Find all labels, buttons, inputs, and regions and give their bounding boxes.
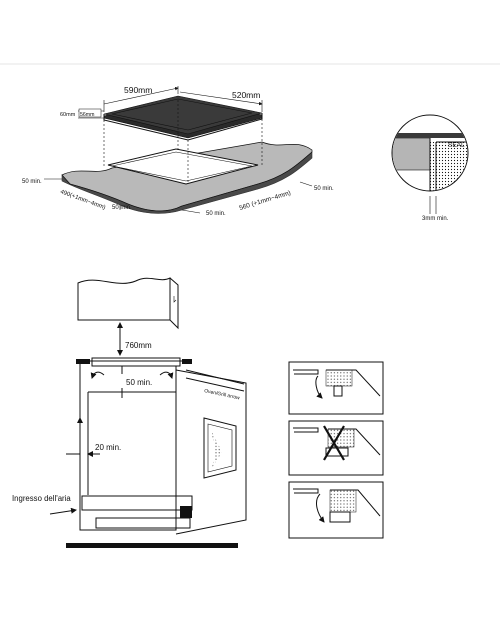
floor [66, 543, 238, 548]
front-clear2-label: 50 min. [206, 211, 226, 217]
gap-label: 3mm min. [422, 216, 449, 222]
wall-cabinet [77, 277, 171, 321]
hob-glass [103, 95, 263, 135]
width-label: 590mm [124, 85, 152, 95]
ventilation-panel-3 [288, 481, 384, 539]
seal-label: SEAL [448, 142, 465, 149]
right-clear-label: 50 min. [314, 186, 334, 192]
side-gap-label: 20 min. [95, 443, 121, 452]
height-label: 60mm [60, 112, 76, 118]
seal-detail: SEAL 3mm min. [391, 114, 469, 222]
cutout-opening [107, 148, 259, 185]
cutout-width-label: 560 (+1mm~4mm) [239, 190, 292, 212]
depth-label: 520mm [232, 90, 260, 100]
cutout-diagram: 590mm 520mm 60mm 56mm 50 min. 490(+1mm~4… [22, 85, 334, 217]
oven-decal: Oven/Grill arrow [204, 388, 241, 401]
left-clear-label: 50 min. [22, 179, 42, 185]
vertical-clear-label: 760mm [125, 341, 152, 350]
front-gap-label: 50 min. [126, 378, 152, 387]
front-clear-label: 50 min. [112, 205, 132, 211]
air-inlet-label: Ingresso dell'aria [12, 494, 71, 503]
cabinet-body [79, 364, 177, 531]
ventilation-panel-1 [288, 361, 384, 415]
ventilation-panel-2 [288, 420, 384, 476]
oven-window [203, 417, 237, 479]
inner-height-label: 56mm [80, 112, 94, 118]
cooker-side-view: 760mm 50 min. Oven/Grill arrow [12, 277, 247, 548]
